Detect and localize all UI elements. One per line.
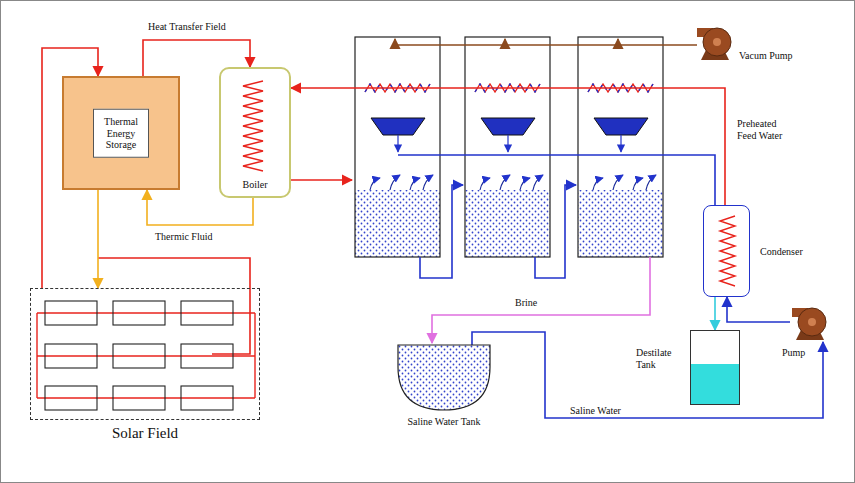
solar-panel	[113, 344, 165, 368]
vapour-arrow	[390, 175, 400, 190]
solar-panel	[113, 301, 165, 325]
solar-panel	[181, 344, 233, 368]
boiler-box: Boiler	[219, 67, 291, 198]
solar-panel	[45, 344, 97, 368]
node-figure	[31, 289, 261, 421]
spray-tray	[481, 118, 535, 135]
vapour-arrow	[520, 178, 530, 190]
vapour-arrow	[613, 175, 623, 190]
feed-line	[398, 155, 715, 205]
node-label: Vacum Pump	[739, 50, 793, 62]
collector-pipe	[37, 312, 255, 313]
steam-line	[285, 179, 352, 181]
vacuum-line	[617, 39, 619, 45]
brine-transfer	[535, 185, 576, 278]
pipe-connector	[97, 190, 99, 288]
solar-panel	[45, 301, 97, 325]
vapour-arrow	[633, 178, 643, 190]
node-label: Pump	[782, 347, 805, 359]
pipe-connector	[727, 297, 790, 322]
spray	[507, 135, 508, 152]
node-label: Solar Field	[31, 425, 259, 442]
vapour-arrow	[593, 178, 603, 190]
brine-line	[432, 257, 650, 343]
pump-hub	[713, 38, 721, 46]
node-label: Saline Water Tank	[384, 416, 504, 428]
feed-pump: Pump	[790, 302, 832, 342]
spray-tray	[371, 118, 425, 135]
node-label: Thermal Energy Storage	[93, 109, 149, 158]
vapour-arrow	[410, 178, 420, 190]
annotation: Heat Transfer Field	[148, 21, 226, 33]
node-figure	[790, 302, 832, 342]
spray	[397, 135, 398, 152]
solar-panel	[113, 386, 165, 410]
vapour-arrow	[423, 175, 433, 190]
node-label: Condenser	[760, 246, 803, 258]
chamber-wall	[465, 37, 550, 257]
chamber-wall	[578, 37, 663, 257]
solar-panel	[181, 386, 233, 410]
node-figure	[398, 345, 490, 410]
node-figure	[695, 22, 737, 64]
chamber-wall	[355, 37, 440, 257]
distillate-tank: Destilate Tank	[690, 330, 740, 405]
vapour-arrow	[533, 175, 543, 190]
brine-pool	[355, 190, 440, 257]
solar-field: Solar Field	[30, 288, 260, 420]
saline-tank: Saline Water Tank	[398, 345, 490, 410]
coil	[243, 81, 263, 171]
node-label: Destilate Tank	[636, 347, 684, 370]
node-figure	[704, 206, 751, 298]
spray	[620, 135, 621, 152]
coil	[720, 216, 735, 286]
effect-chamber	[355, 37, 440, 257]
collector-pipe	[37, 397, 255, 398]
brine-pool	[465, 190, 550, 257]
effect-chamber	[465, 37, 550, 257]
vacuum-line	[395, 44, 697, 46]
collector-pipe	[37, 355, 255, 356]
tank-shape	[398, 345, 490, 410]
vapour-arrow	[500, 175, 510, 190]
connector-label: Saline Water	[568, 405, 623, 417]
node-label: Boiler	[221, 179, 289, 191]
pipe-connector	[714, 297, 716, 330]
brine-transfer	[420, 185, 463, 278]
pump-hub	[808, 318, 816, 326]
vapour-arrow	[480, 178, 490, 190]
vapour-arrow	[646, 175, 656, 190]
collector-pipe	[254, 313, 255, 398]
annotation: Thermic Fluid	[155, 231, 213, 243]
pump-body	[703, 28, 731, 56]
storage-tank: Thermal Energy Storage	[62, 76, 180, 190]
pump-body	[798, 308, 826, 336]
solar-panel	[45, 386, 97, 410]
annotation: Brine	[515, 297, 537, 309]
pipe-connector	[472, 332, 823, 418]
pipe-connector	[291, 88, 725, 205]
collector-pipe	[36, 313, 37, 398]
solar-line	[98, 258, 250, 354]
solar-panel	[181, 301, 233, 325]
vacuum-pump: Vacum Pump	[695, 22, 737, 64]
vacuum-line	[394, 39, 396, 45]
connector-label: Preheated Feed Water	[735, 118, 791, 141]
vacuum-line	[504, 39, 506, 45]
spray-tray	[594, 118, 648, 135]
vapour-arrow	[370, 178, 380, 190]
brine-pool	[578, 190, 663, 257]
effect-chamber	[578, 37, 663, 257]
condenser-box: Condenser	[703, 205, 750, 297]
